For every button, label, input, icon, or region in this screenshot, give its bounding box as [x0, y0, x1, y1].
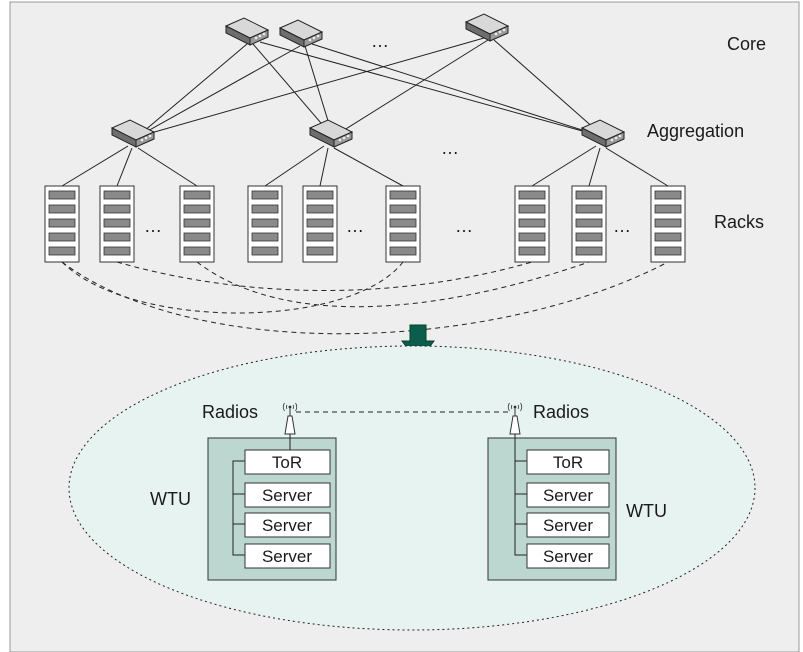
aggregation-rack-links [61, 145, 669, 187]
ellipsis-aggregation: … [441, 138, 459, 158]
server-box-left-1 [244, 482, 331, 508]
ellipsis-racks-3: … [455, 216, 473, 236]
server-label-right-2: Server [543, 516, 593, 535]
wtu-label-left: WTU [150, 489, 191, 509]
tor-box-left [244, 449, 331, 475]
core-aggregation-links [136, 37, 605, 138]
rack-group-1 [44, 185, 215, 263]
server-label-left-2: Server [262, 516, 312, 535]
server-box-right-1 [526, 482, 610, 508]
server-label-left-1: Server [262, 486, 312, 505]
tor-label-left: ToR [272, 453, 302, 472]
wtu-left: ToR Server Server Server [207, 434, 337, 581]
radios-label-left: Radios [202, 402, 258, 422]
racks-label: Racks [714, 212, 764, 232]
tor-box-right [526, 449, 610, 475]
core-label: Core [727, 34, 766, 54]
radios-label-right: Radios [533, 402, 589, 422]
server-box-left-2 [244, 512, 331, 538]
ellipsis-racks-4: … [613, 216, 631, 236]
server-label-left-3: Server [262, 547, 312, 566]
server-label-right-3: Server [543, 547, 593, 566]
server-box-left-3 [244, 543, 331, 569]
aggregation-label: Aggregation [647, 121, 744, 141]
server-label-right-1: Server [543, 486, 593, 505]
rack-group-3 [514, 185, 686, 263]
ellipsis-core: … [371, 31, 389, 51]
server-box-right-2 [526, 512, 610, 538]
rack-wireless-links [61, 261, 669, 335]
wtu-right: ToR Server Server Server [487, 434, 617, 581]
wtu-label-right: WTU [626, 501, 667, 521]
rack-group-2 [247, 185, 421, 263]
wireless-ellipse [68, 345, 756, 631]
ellipsis-racks-1: … [144, 216, 162, 236]
ellipsis-racks-2: … [346, 216, 364, 236]
server-box-right-3 [526, 543, 610, 569]
tor-label-right: ToR [553, 453, 583, 472]
